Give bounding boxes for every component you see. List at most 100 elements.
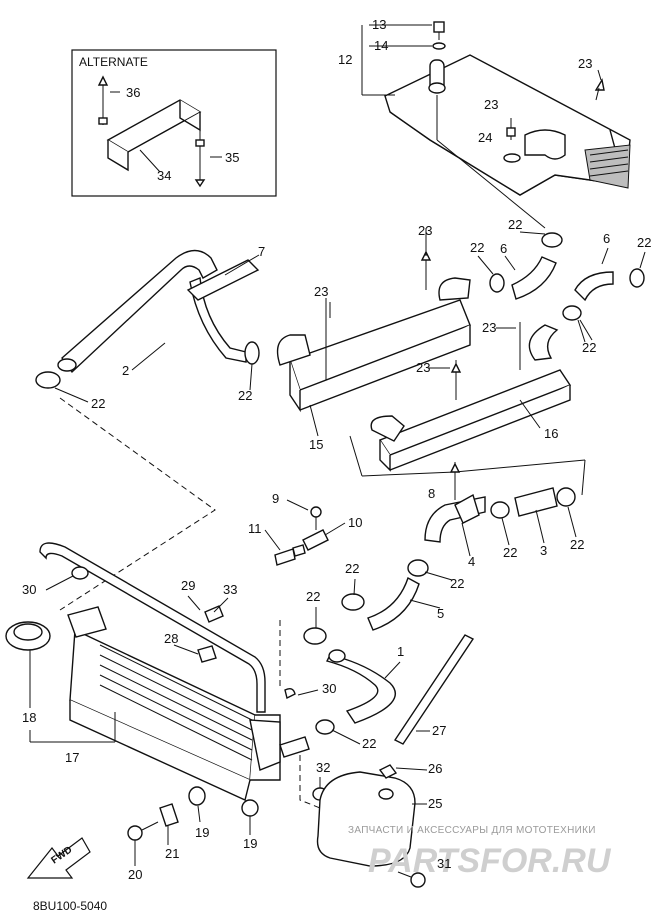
callout-2: 2 — [122, 363, 129, 378]
callout-8: 8 — [428, 486, 435, 501]
clamp-part-30-lower — [284, 687, 319, 700]
callout-18: 18 — [22, 710, 36, 725]
callout-27: 27 — [432, 723, 446, 738]
bolt-part-36 — [97, 75, 109, 125]
bolt-part-31 — [397, 871, 426, 888]
callout-28: 28 — [164, 631, 178, 646]
callout-23: 23 — [482, 320, 496, 335]
callout-16: 16 — [544, 426, 558, 441]
alternate-title: ALTERNATE — [79, 55, 148, 69]
radiator-cap-part-18 — [5, 621, 51, 708]
clamp-part-22-pipe — [490, 501, 510, 519]
callout-19: 19 — [195, 825, 209, 840]
callout-25: 25 — [428, 796, 442, 811]
callout-22: 22 — [508, 217, 522, 232]
leader-17 — [29, 712, 116, 743]
bolt-part-8 — [449, 462, 461, 500]
leader-9-10-11 — [264, 499, 346, 551]
callout-14: 14 — [374, 38, 388, 53]
clamp-part-22-left — [35, 371, 89, 403]
callout-22: 22 — [238, 388, 252, 403]
watermark-tagline: ЗАПЧАСТИ И АКСЕССУАРЫ ДЛЯ МОТОТЕХНИКИ — [348, 825, 596, 836]
callout-1: 1 — [397, 644, 404, 659]
callout-6: 6 — [603, 231, 610, 246]
screw-part-13 — [433, 21, 445, 40]
callout-15: 15 — [309, 437, 323, 452]
clamp-part-22-mid — [244, 341, 260, 391]
bolt-part-35 — [194, 130, 206, 188]
callout-20: 20 — [128, 867, 142, 882]
callout-36: 36 — [126, 85, 140, 100]
callout-12: 12 — [338, 52, 352, 67]
clamp-part-22-right-lower — [562, 305, 586, 343]
callout-10: 10 — [348, 515, 362, 530]
grommet-part-19-left — [188, 786, 206, 806]
diagram-code: 8BU100-5040 — [33, 899, 107, 913]
screw-part-9 — [310, 506, 322, 530]
callout-11: 11 — [248, 521, 262, 536]
radiator-part-15 — [276, 228, 471, 413]
callout-7: 7 — [258, 244, 265, 259]
hose-part-3 — [514, 487, 558, 517]
clip-part-33 — [204, 605, 224, 623]
callout-22: 22 — [637, 235, 651, 250]
upper-shroud-part-12 — [384, 54, 631, 196]
callout-22: 22 — [306, 589, 320, 604]
hose-part-7 — [186, 254, 260, 363]
callout-22: 22 — [345, 561, 359, 576]
callout-23: 23 — [416, 360, 430, 375]
callout-35: 35 — [225, 150, 239, 165]
clamp-part-30-upper — [45, 566, 89, 591]
washer-part-14 — [432, 42, 446, 50]
hose-part-1 — [325, 649, 396, 724]
pipe-part-4 — [424, 493, 486, 543]
clamp-part-22-upper-left — [489, 273, 505, 293]
bolt-part-23-top-right — [594, 69, 605, 101]
fwd-arrow-icon: FWD — [26, 837, 91, 879]
bolt-part-20 — [127, 821, 159, 841]
hose-part-6-right — [574, 271, 614, 302]
leader-15 — [309, 404, 319, 437]
leader-16 — [519, 399, 541, 429]
callout-labels: 13 14 12 23 23 24 36 35 34 22 6 6 22 22 … — [22, 17, 651, 882]
callout-22: 22 — [570, 537, 584, 552]
collar-part-21 — [159, 803, 179, 827]
bolt-part-23-top — [506, 118, 516, 140]
fitting-part-11 — [274, 544, 306, 566]
callout-17: 17 — [65, 750, 79, 765]
callout-34: 34 — [157, 168, 171, 183]
hose-part-2 — [57, 249, 218, 374]
callout-22: 22 — [582, 340, 596, 355]
callout-32: 32 — [316, 760, 330, 775]
hose-part-27 — [393, 634, 475, 745]
plate-part-10 — [302, 529, 329, 551]
clamp-part-22-lower-mid-1 — [341, 593, 365, 611]
callout-22: 22 — [470, 240, 484, 255]
leader-12-13-14 — [361, 24, 546, 229]
leader-8-bracket — [349, 435, 586, 496]
clip-part-28 — [197, 645, 217, 663]
callout-3: 3 — [540, 543, 547, 558]
hose-part-6-left — [511, 256, 557, 300]
callout-22: 22 — [362, 736, 376, 751]
callout-21: 21 — [165, 846, 179, 861]
callout-22: 22 — [450, 576, 464, 591]
callout-30: 30 — [22, 582, 36, 597]
reservoir-tank-part-25 — [316, 764, 416, 867]
clamp-part-22-lower-mid-2 — [303, 627, 327, 645]
callout-24: 24 — [478, 130, 492, 145]
callout-22: 22 — [91, 396, 105, 411]
callout-29: 29 — [181, 578, 195, 593]
label-leaders — [131, 231, 646, 866]
watermark-logo: PARTSFOR.RU — [368, 842, 612, 880]
radiator-core-part-17 — [67, 606, 310, 801]
clamp-part-22-upper-right — [541, 232, 563, 248]
grommet-part-19-right — [241, 799, 259, 817]
callout-26: 26 — [428, 761, 442, 776]
callout-23: 23 — [578, 56, 592, 71]
hose-part-5 — [367, 576, 420, 631]
clamp-part-22-hose1 — [315, 719, 335, 735]
hose-part-29 — [39, 542, 266, 713]
callout-19: 19 — [243, 836, 257, 851]
callout-4: 4 — [468, 554, 475, 569]
